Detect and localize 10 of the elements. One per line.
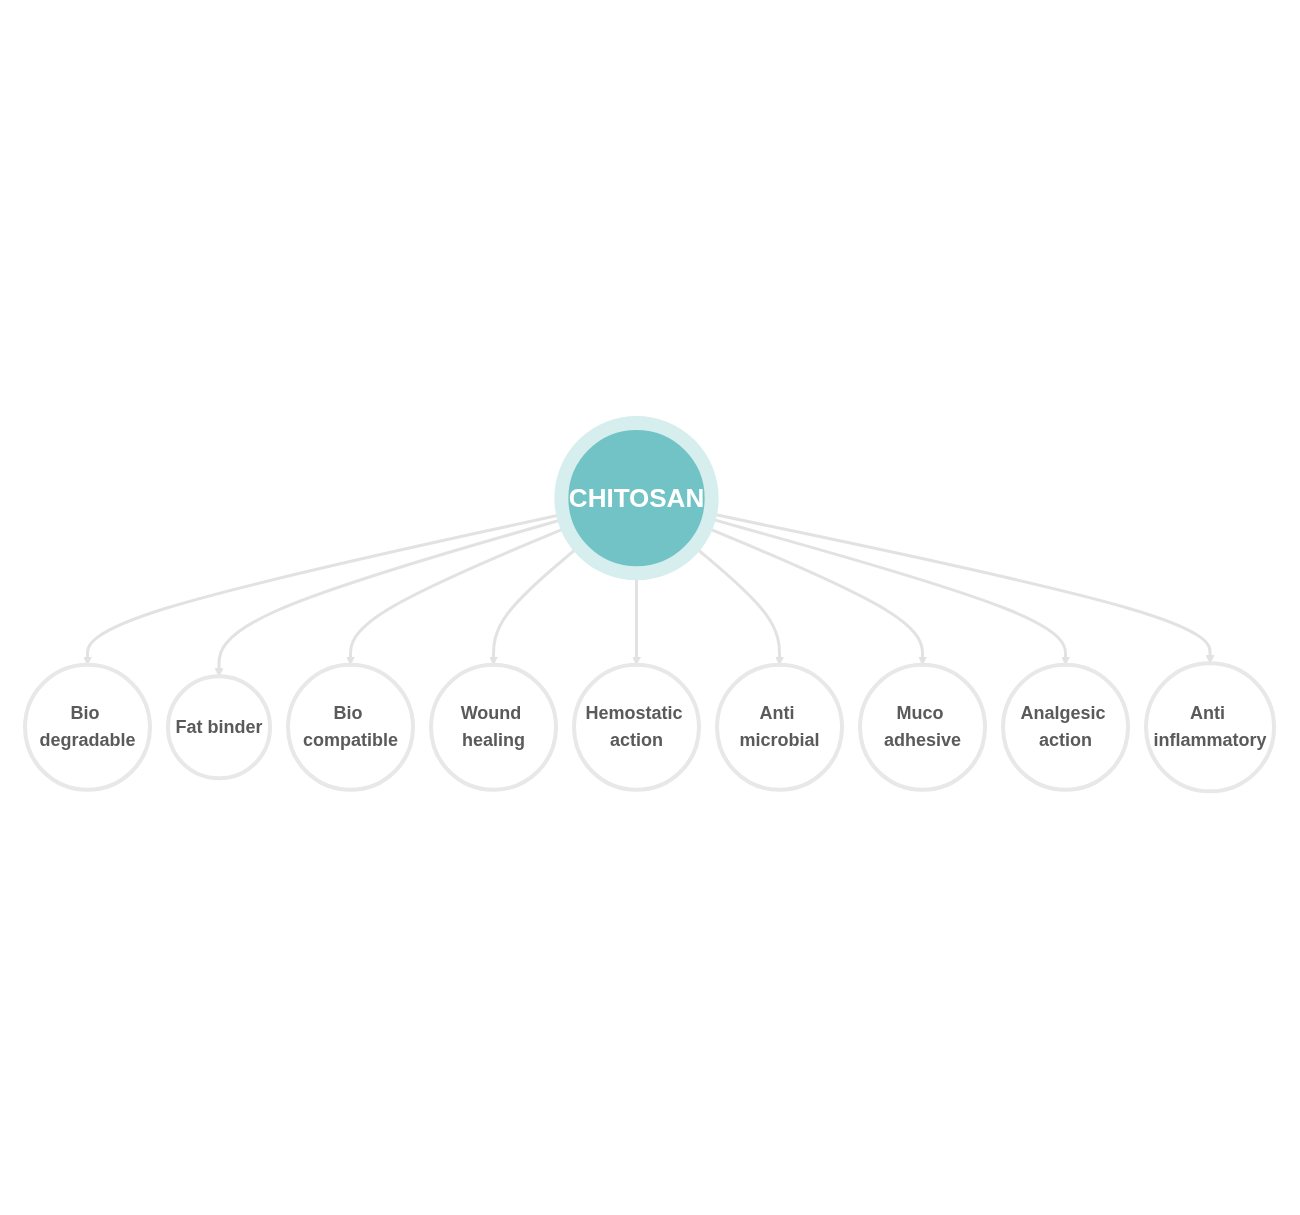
node-circle: Muco adhesive (858, 663, 988, 793)
node-circle: Bio compatible (286, 663, 416, 793)
node-circle: Fat binder (166, 674, 273, 781)
node-circle: Anti microbial (715, 663, 845, 793)
node-circle: Anti inflammatory (1144, 661, 1277, 794)
node-circle: Bio degradable (23, 663, 153, 793)
node-circle: Analgesic action (1001, 663, 1131, 793)
node-circle: Wound healing (429, 663, 559, 793)
node-circle: CHITOSAN (554, 416, 720, 581)
node-circle: Hemostatic action (572, 663, 702, 793)
